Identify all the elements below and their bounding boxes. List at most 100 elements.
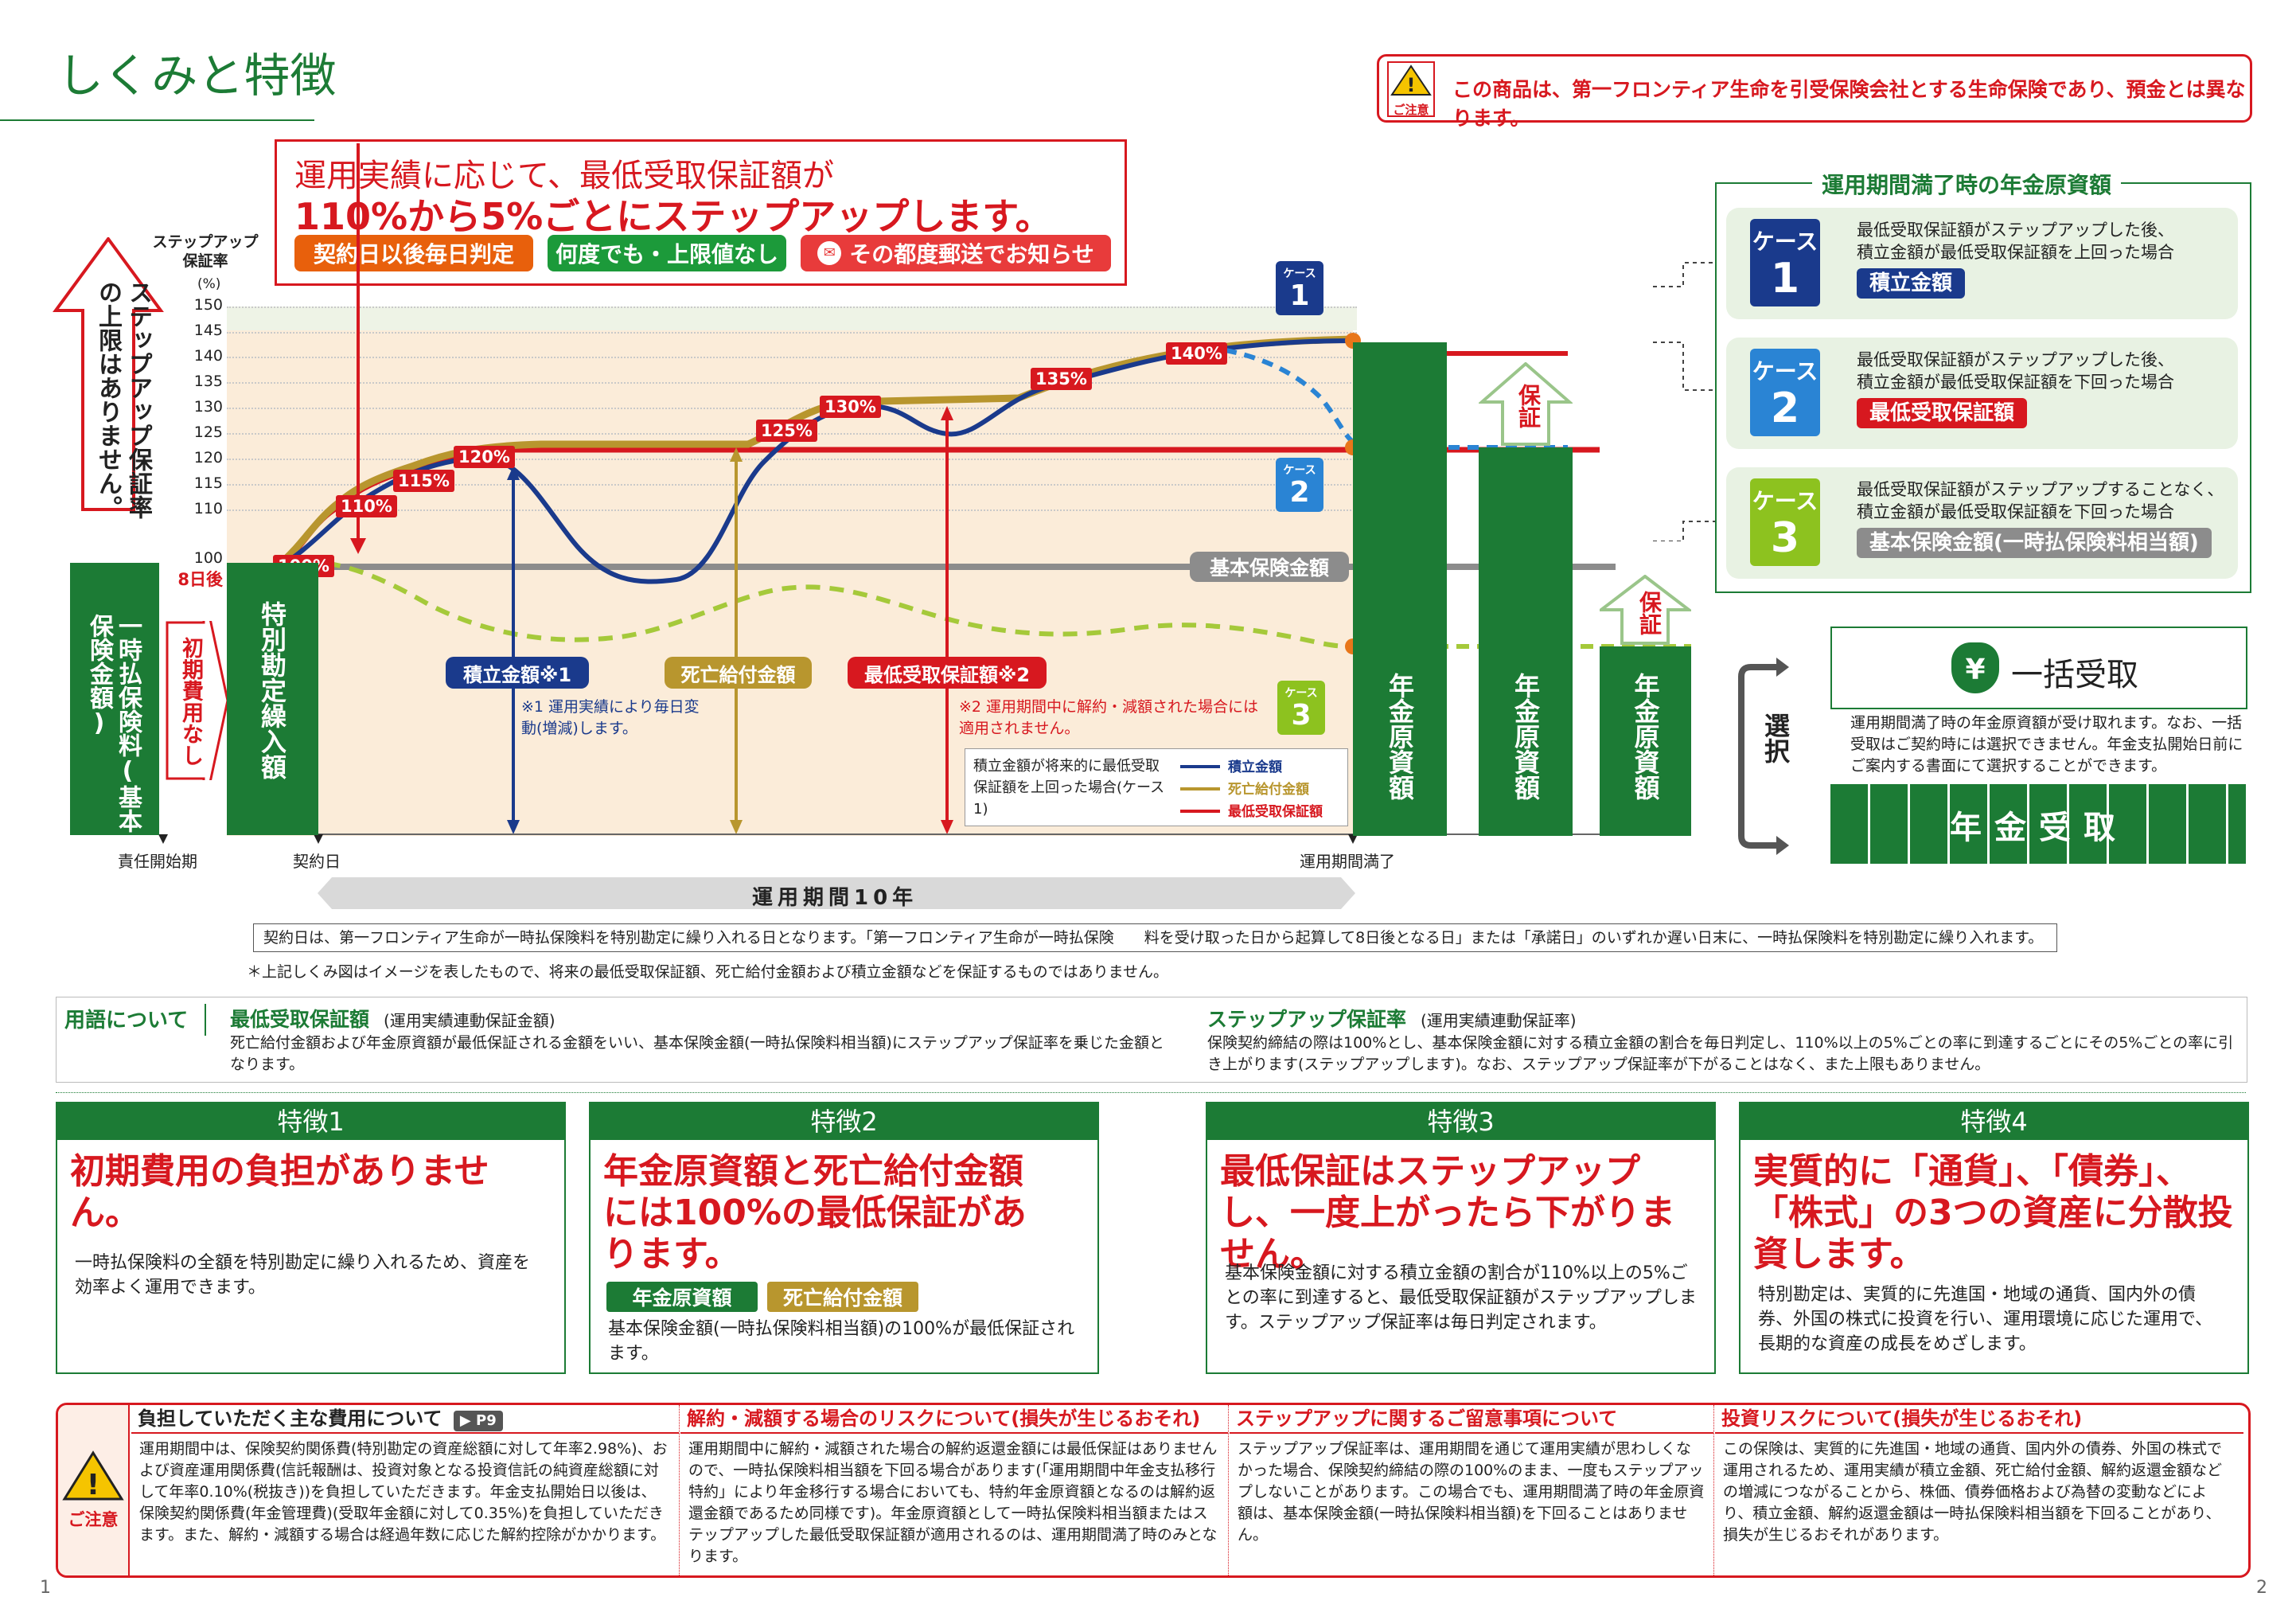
feature-4-big: 実質的に「通貨」、「債券」、「株式」の3つの資産に分散投資します。 [1753, 1151, 2233, 1275]
caution-col-fees: 負担していただく主な費用について ▶ P9 運用期間中は、保険契約関係費(特別勘… [131, 1405, 679, 1575]
feature-2-big: 年金原資額と死亡給付金額には100%の最低保証があります。 [603, 1151, 1027, 1275]
y-tick-125: 125 [193, 424, 223, 441]
cases-panel-title: 運用期間満了時の年金原資額 [1812, 168, 2122, 200]
glossary-term1-text: 死亡給付金額および年金原資額が最低保証される金額をいい、基本保険金額(一時払保険… [230, 1034, 1164, 1073]
case1-text2: 積立金額が最低受取保証額を上回った場合 [1857, 243, 2174, 262]
caution-col-risk: 投資リスクについて(損失が生じるおそれ) この保険は、実質的に先進国・地域の通貨… [1715, 1405, 2243, 1575]
headline-box: 運用実績に応じて、最低受取保証額が 110%から5%ごとにステップアップします。… [275, 139, 1127, 286]
case3-label: 基本保険金額(一時払保険料相当額) [1857, 528, 2212, 558]
caution-bottom-side: ! ご注意 [58, 1405, 130, 1575]
page-number-right: 2 [2256, 1578, 2267, 1598]
annuity-bar-case1: 年金原資額 [1353, 342, 1447, 836]
headline-line1: 運用実績に応じて、最低受取保証額が [294, 158, 834, 194]
glossary-divider [205, 1004, 206, 1036]
step-label-130: 130% [820, 396, 881, 418]
case1-label: 積立金額 [1857, 268, 1966, 299]
step-label-115: 115% [393, 470, 454, 492]
warning-icon: ! [1390, 64, 1432, 96]
y-tick-130: 130 [193, 398, 223, 416]
legend-note: 積立金額が将来的に最低受取保証額を上回った場合(ケース1) [973, 758, 1165, 818]
guarantee-label-case2: 保証 [1515, 384, 1542, 428]
base-amount-label: 基本保険金額 [1190, 552, 1349, 582]
bar-special-account-label: 特別勘定繰入額 [257, 601, 287, 779]
glossary-term2-text: 保険契約締結の際は100%とし、基本保険金額に対する積立金額の割合を毎日判定し、… [1207, 1034, 2234, 1073]
y-axis-title: ステップアップ保証率 [152, 233, 259, 270]
annuity-receipt-title: 年金受取 [1950, 810, 2128, 846]
guarantee-label-case3: 保証 [1636, 591, 1663, 635]
guarantee-arrow-case3 [1600, 575, 1691, 645]
feature-1: 特徴1 初期費用の負担がありません。 一時払保険料の全額を特別勘定に繰り入れるた… [56, 1102, 566, 1374]
y-tick-110: 110 [193, 500, 223, 517]
eight-days-label: 8日後 [177, 570, 223, 589]
glossary-box: 用語について 最低受取保証額 (運用実績連動保証金額) 死亡給付金額および年金原… [56, 997, 2247, 1083]
y-tick-100: 100 [193, 549, 223, 567]
caution-bottom-box: ! ご注意 負担していただく主な費用について ▶ P9 運用期間中は、保険契約関… [56, 1403, 2251, 1578]
legend-min-line [1180, 810, 1220, 813]
feature-4-head: 特徴4 [1741, 1103, 2247, 1140]
bar-single-premium-label: 一時払保険料(基本保険金額) [85, 614, 142, 833]
caution-col-surrender: 解約・減額する場合のリスクについて(損失が生じるおそれ) 運用期間中に解約・減額… [680, 1405, 1228, 1575]
tag-mail-notice: ✉ その都度郵送でお知らせ [801, 235, 1111, 271]
glossary-term2: ステップアップ保証率 (運用実績連動保証率) [1207, 1008, 1577, 1031]
feature-1-text: 一時払保険料の全額を特別勘定に繰り入れるため、資産を効率よく運用できます。 [75, 1253, 531, 1298]
case-connectors [1653, 262, 1715, 541]
case3-text2: 積立金額が最低受取保証額を下回った場合 [1857, 502, 2174, 521]
chart-case3-badge: ケース 3 [1277, 681, 1325, 735]
choice-bracket [1738, 658, 1789, 855]
case3-line [278, 558, 1354, 649]
svg-text:!: ! [1407, 74, 1416, 96]
no-limit-arrow-text: ステップアップ保証率の上限はありません。 [94, 280, 152, 519]
legend-accum-line [1180, 765, 1220, 768]
lump-sum-text: 運用期間満了時の年金原資額が受け取れます。なお、一括受取はご契約時には選択できま… [1850, 714, 2243, 775]
feature-2: 特徴2 年金原資額と死亡給付金額には100%の最低保証があります。 年金原資額 … [589, 1102, 1099, 1374]
case1-text1: 最低受取保証額がステップアップした後、 [1857, 221, 2174, 240]
glossary-underline [56, 1092, 2246, 1093]
caution-col-surrender-head: 解約・減額する場合のリスクについて(損失が生じるおそれ) [680, 1405, 1228, 1434]
y-tick-150: 150 [193, 296, 223, 314]
footnote-box-text: 契約日は、第一フロンティア生命が一時払保険料を特別勘定に繰り入れる日となります。… [263, 929, 2044, 947]
legend-min-label: 最低受取保証額 [1228, 804, 1323, 820]
tag-no-limit: 何度でも・上限値なし [548, 235, 786, 271]
annuity-bar-case2: 年金原資額 [1479, 447, 1573, 836]
feature-3-text: 基本保険金額に対する積立金額の割合が110%以上の5%ごとの率に到達すると、最低… [1225, 1263, 1697, 1333]
chart-case1-badge: ケース 1 [1276, 261, 1323, 315]
x-label-end: 運用期間満了 [1300, 852, 1395, 871]
legend-accum-label: 積立金額 [1228, 759, 1282, 775]
case2-info: ケース 2 最低受取保証額がステップアップした後、 積立金額が最低受取保証額を下… [1726, 338, 2238, 449]
annuity-bar-case3: 年金原資額 [1600, 646, 1691, 836]
svg-text:!: ! [87, 1469, 99, 1501]
caution-top-text: この商品は、第一フロンティア生命を引受保険会社とする生命保険であり、預金とは異な… [1452, 78, 2246, 130]
marker-minimum-guarantee: 最低受取保証額※2 [848, 657, 1047, 689]
caution-col-stepup-head: ステップアップに関するご留意事項について [1230, 1405, 1713, 1434]
x-label-contract: 契約日 [293, 852, 341, 871]
step-label-125: 125% [756, 420, 817, 442]
period-label: 運用期間10年 [752, 886, 918, 910]
case2-badge: ケース 2 [1750, 349, 1820, 436]
warning-icon: ! [62, 1450, 124, 1501]
tag-daily-check: 契約日以後毎日判定 [294, 235, 533, 271]
glossary-term1: 最低受取保証額 (運用実績連動保証金額) [230, 1008, 555, 1031]
caution-top-box: ! ご注意 この商品は、第一フロンティア生命を引受保険会社とする生命保険であり、… [1377, 54, 2252, 130]
caution-col-surrender-text: 運用期間中に解約・減額された場合の解約返還金額には最低保証はありませんので、一時… [688, 1440, 1218, 1565]
period-arrow [318, 877, 1355, 909]
cases-panel: 運用期間満了時の年金原資額 ケース 1 最低受取保証額がステップアップした後、 … [1715, 168, 2251, 593]
step-label-120: 120% [454, 446, 515, 468]
feature-2-tag-annuity: 年金原資額 [606, 1282, 758, 1312]
bar-special-account: 特別勘定繰入額 [227, 563, 318, 835]
guarantee-arrow-case2 [1479, 362, 1573, 446]
marker-note1: ※1 運用実績により毎日変動(増減)します。 [521, 698, 700, 737]
bar-single-premium: 一時払保険料(基本保険金額) [70, 563, 159, 835]
page-ref-badge[interactable]: ▶ P9 [453, 1411, 503, 1431]
caution-col-risk-head: 投資リスクについて(損失が生じるおそれ) [1715, 1405, 2243, 1434]
caution-col-stepup-text: ステップアップ保証率は、運用期間を通じて運用実績が思わしくなかった場合、保険契約… [1238, 1440, 1705, 1544]
y-tick-135: 135 [193, 373, 223, 390]
page-number-left: 1 [40, 1578, 51, 1598]
legend-death-line [1180, 787, 1220, 791]
feature-3: 特徴3 最低保証はステップアップし、一度上がったら下がりません。 基本保険金額に… [1206, 1102, 1716, 1374]
caution-col-risk-text: この保険は、実質的に先進国・地域の通貨、国内外の債券、外国の株式で運用されるため… [1723, 1440, 2223, 1544]
step-label-140: 140% [1166, 342, 1227, 365]
caution-bottom-badge: ご注意 [68, 1510, 119, 1529]
annuity-receipt-box: 年金受取 [1830, 784, 2246, 864]
feature-4: 特徴4 実質的に「通貨」、「債券」、「株式」の3つの資産に分散投資します。 特別… [1739, 1102, 2249, 1374]
feature-1-head: 特徴1 [57, 1103, 564, 1140]
